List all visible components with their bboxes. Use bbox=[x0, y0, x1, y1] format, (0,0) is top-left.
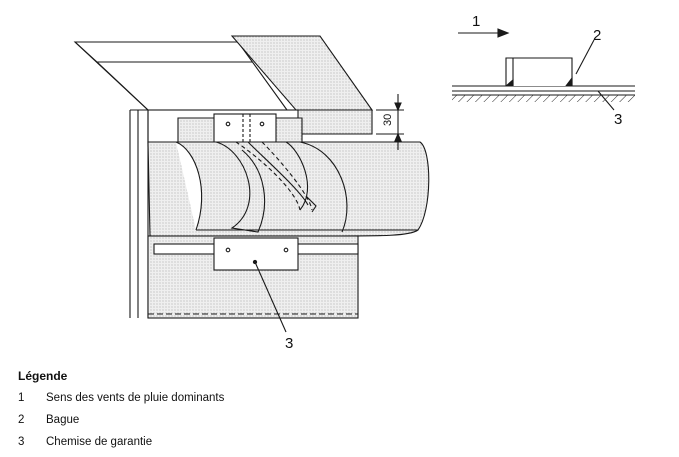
legend-text: Bague bbox=[46, 414, 80, 426]
dimension-30 bbox=[376, 94, 404, 150]
ground-hatch bbox=[452, 95, 635, 102]
callout-2: 2 bbox=[593, 27, 601, 44]
legend-item: 2 Bague bbox=[18, 414, 79, 426]
legend-item: 3 Chemise de garantie bbox=[18, 436, 152, 448]
callout-1: 1 bbox=[472, 13, 480, 30]
detail-view bbox=[452, 28, 635, 111]
technical-drawing: 30 3 1 2 3 bbox=[73, 13, 635, 352]
callout-3-main: 3 bbox=[285, 335, 293, 352]
legend-text: Chemise de garantie bbox=[46, 436, 153, 448]
legend-number: 1 bbox=[18, 392, 25, 404]
guarantee-sleeve-front bbox=[295, 109, 373, 135]
legend-number: 2 bbox=[18, 414, 25, 426]
legend-item: 1 Sens des vents de pluie dominants bbox=[18, 392, 224, 404]
legend-number: 3 bbox=[18, 436, 25, 448]
dimension-label: 30 bbox=[382, 114, 394, 126]
callout-3-detail: 3 bbox=[614, 111, 622, 128]
ring-plate-top bbox=[213, 113, 277, 145]
legend-text: Sens des vents de pluie dominants bbox=[46, 392, 225, 404]
ring-profile bbox=[505, 57, 573, 86]
chimney-assembly bbox=[73, 35, 430, 333]
legend-title: Légende bbox=[18, 369, 68, 383]
